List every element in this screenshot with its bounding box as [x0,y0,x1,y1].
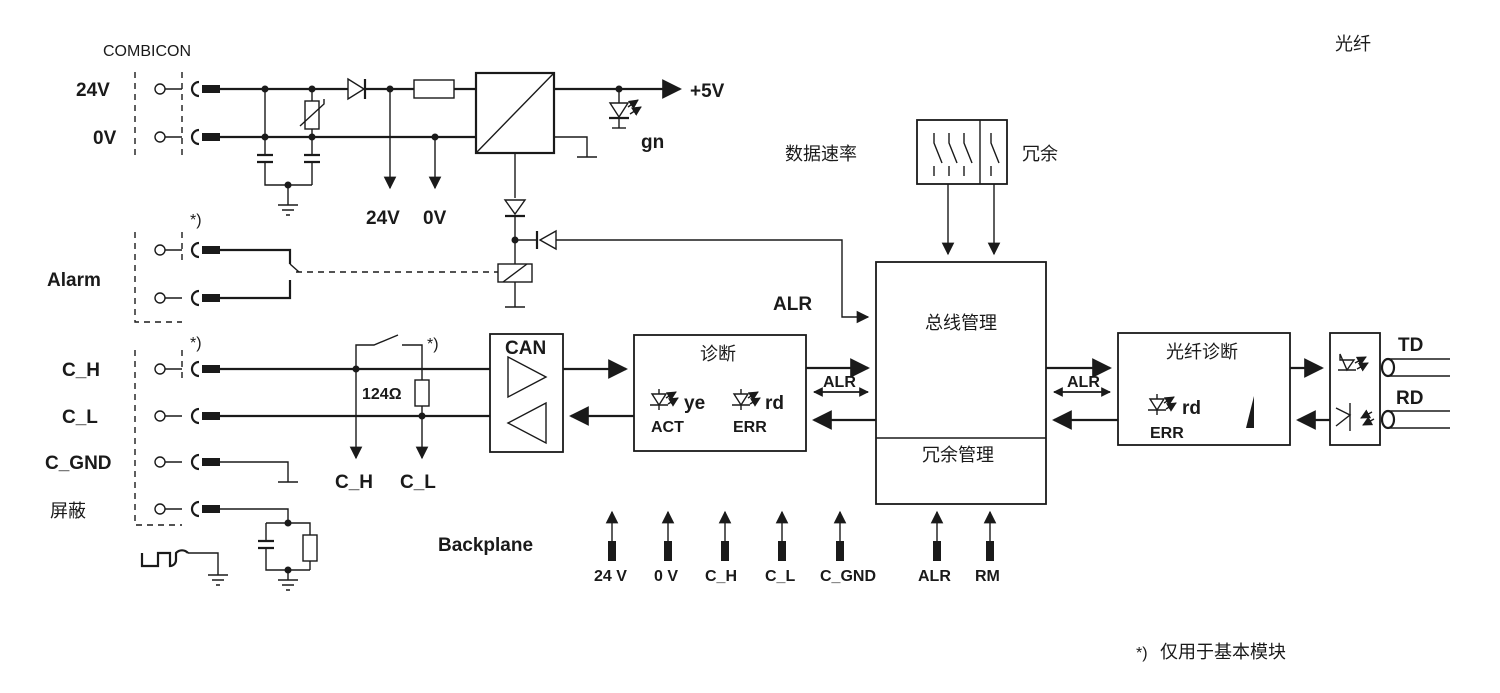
can-label: CAN [505,338,546,359]
connector-block-alarm [134,232,498,323]
bp-c-h: C_H [705,568,737,585]
label-alarm: Alarm [47,270,101,291]
td-label: TD [1398,335,1423,356]
label-c-l: C_L [62,407,98,428]
note-mark-switch: *) [427,336,439,353]
label-shield: 屏蔽 [50,501,86,521]
diag-title: 诊断 [700,344,736,364]
footnote-mark: *) [1136,645,1148,662]
label-alr-main: ALR [773,294,812,315]
label-bus-c-l: C_L [400,472,436,493]
label-c-h: C_H [62,360,100,381]
label-out-0v: 0V [423,208,447,229]
optical-transceiver [1329,332,1450,446]
label-data-rate: 数据速率 [785,144,857,164]
bp-c-l: C_L [765,568,795,585]
alr-small-right: ALR [1067,374,1100,391]
note-mark-alarm: *) [190,212,202,229]
bp-rm: RM [975,568,1000,585]
fiber-diagnosis-block [1117,332,1330,446]
bp-24v: 24 V [594,568,627,585]
backplane-connectors [605,510,997,561]
footnote-text: 仅用于基本模块 [1160,642,1286,662]
fiber-rd: rd [1182,398,1201,419]
label-plus5v: +5V [690,81,725,102]
label-0v: 0V [93,128,117,149]
label-gn: gn [641,132,664,153]
can-transceiver [489,333,634,453]
rd-label: RD [1396,388,1423,409]
bp-c-gnd: C_GND [820,568,876,585]
bus-management-block [875,261,1118,505]
diag-err: ERR [733,419,767,436]
diagnosis-block [633,334,876,452]
label-resistor: 124Ω [362,386,402,403]
bus-mgmt-label: 总线管理 [925,313,997,333]
fiber-diag-label: 光纤诊断 [1166,342,1238,362]
bp-0v: 0 V [654,568,678,585]
combicon-label: COMBICON [103,43,191,60]
label-redundancy: 冗余 [1022,144,1058,164]
power-supply-circuit [220,71,870,324]
connector-block-can [134,334,490,591]
label-c-gnd: C_GND [45,453,112,474]
bp-alr: ALR [918,568,951,585]
connector-block-power [134,72,220,160]
label-bus-c-h: C_H [335,472,373,493]
diag-rd: rd [765,393,784,414]
diag-act: ACT [651,419,684,436]
note-mark-ch: *) [190,335,202,352]
label-out-24v: 24V [366,208,400,229]
dip-switch-block [916,119,1008,256]
fiber-title: 光纤 [1335,34,1371,54]
alr-small-left: ALR [823,374,856,391]
fiber-err: ERR [1150,425,1184,442]
label-24v: 24V [76,80,110,101]
diag-ye: ye [684,393,705,414]
redundancy-mgmt-label: 冗余管理 [922,445,994,465]
backplane-label: Backplane [438,535,533,556]
